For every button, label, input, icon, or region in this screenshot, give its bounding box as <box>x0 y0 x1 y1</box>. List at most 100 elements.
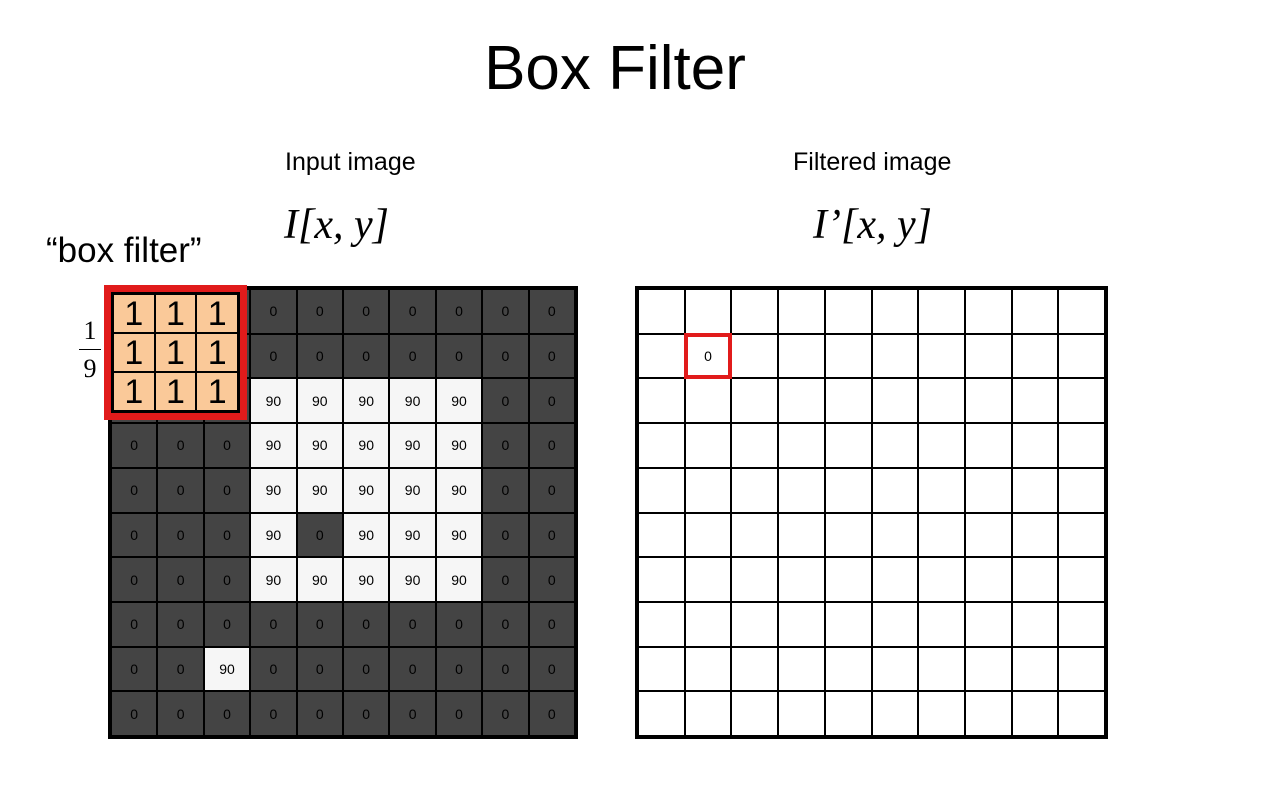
filtered-pixel <box>731 289 779 334</box>
fraction-bar <box>79 349 101 350</box>
filtered-pixel <box>871 378 919 424</box>
kernel-weight: 1 <box>113 294 155 333</box>
kernel-weight: 1 <box>154 333 197 372</box>
fraction-denominator: 9 <box>83 354 97 383</box>
filtered-pixel <box>778 557 825 602</box>
filtered-pixel <box>824 333 872 379</box>
filtered-pixel <box>684 601 732 647</box>
filtered-pixel <box>1058 601 1105 647</box>
input-pixel: 0 <box>296 646 343 692</box>
filtered-pixel <box>684 691 732 736</box>
filtered-pixel <box>1058 691 1105 736</box>
filtered-pixel <box>684 467 732 513</box>
slide-title: Box Filter <box>484 34 746 103</box>
input-pixel: 0 <box>528 646 575 692</box>
filtered-pixel <box>638 691 685 736</box>
filtered-pixel <box>824 423 872 468</box>
input-pixel: 0 <box>296 601 343 647</box>
filtered-pixel <box>871 423 919 468</box>
input-pixel: 0 <box>528 378 575 424</box>
input-pixel: 0 <box>482 601 529 647</box>
filtered-pixel <box>918 289 965 334</box>
input-pixel: 0 <box>528 512 575 558</box>
input-pixel: 90 <box>296 423 343 468</box>
filtered-pixel <box>871 646 919 692</box>
filtered-pixel <box>824 289 872 334</box>
input-pixel: 0 <box>435 289 483 334</box>
input-pixel: 90 <box>343 512 390 558</box>
input-pixel: 0 <box>203 691 251 736</box>
input-pixel: 0 <box>389 289 436 334</box>
filtered-image-grid: 0 <box>635 286 1108 739</box>
filtered-pixel <box>871 289 919 334</box>
filtered-pixel <box>638 333 685 379</box>
filtered-pixel <box>731 512 779 558</box>
input-pixel: 90 <box>250 512 297 558</box>
input-pixel: 90 <box>343 557 390 602</box>
filtered-pixel <box>778 333 825 379</box>
filtered-pixel <box>824 467 872 513</box>
filtered-pixel <box>638 289 685 334</box>
filtered-pixel <box>871 557 919 602</box>
filtered-pixel <box>731 333 779 379</box>
input-pixel: 0 <box>528 601 575 647</box>
input-pixel: 0 <box>157 423 204 468</box>
input-pixel: 0 <box>343 691 390 736</box>
filtered-pixel <box>684 646 732 692</box>
filtered-pixel <box>684 423 732 468</box>
filtered-pixel <box>1011 601 1059 647</box>
filtered-pixel <box>1011 557 1059 602</box>
filtered-pixel <box>684 512 732 558</box>
input-pixel: 0 <box>528 467 575 513</box>
input-pixel: 0 <box>157 646 204 692</box>
kernel-weight: 1 <box>113 333 155 372</box>
input-image-grid: 0000000000000000000000090909090900000090… <box>108 286 578 739</box>
input-pixel: 0 <box>482 289 529 334</box>
filtered-pixel <box>964 512 1012 558</box>
input-pixel: 0 <box>435 691 483 736</box>
filtered-pixel <box>731 423 779 468</box>
filtered-pixel <box>964 691 1012 736</box>
input-pixel: 0 <box>250 601 297 647</box>
filtered-pixel <box>731 601 779 647</box>
filtered-pixel <box>824 601 872 647</box>
input-pixel: 90 <box>343 378 390 424</box>
input-pixel: 0 <box>111 512 158 558</box>
input-pixel: 0 <box>203 423 251 468</box>
filtered-pixel <box>731 691 779 736</box>
filtered-pixel <box>1011 289 1059 334</box>
filtered-pixel <box>1011 333 1059 379</box>
input-pixel: 90 <box>435 512 483 558</box>
filtered-pixel <box>638 423 685 468</box>
kernel-weight: 1 <box>196 333 238 372</box>
input-pixel: 0 <box>111 467 158 513</box>
filtered-pixel <box>918 512 965 558</box>
filtered-pixel <box>778 646 825 692</box>
filtered-pixel <box>638 601 685 647</box>
filtered-pixel <box>918 467 965 513</box>
input-pixel: 0 <box>528 289 575 334</box>
input-pixel: 0 <box>343 601 390 647</box>
filtered-pixel <box>1058 646 1105 692</box>
filtered-pixel <box>638 467 685 513</box>
input-pixel: 0 <box>111 557 158 602</box>
filtered-pixel <box>684 378 732 424</box>
input-pixel: 90 <box>389 512 436 558</box>
filtered-pixel <box>824 512 872 558</box>
input-pixel: 0 <box>482 467 529 513</box>
input-pixel: 90 <box>250 467 297 513</box>
input-pixel: 90 <box>250 378 297 424</box>
filtered-pixel <box>1058 289 1105 334</box>
input-pixel: 0 <box>482 378 529 424</box>
filtered-pixel <box>1011 423 1059 468</box>
filtered-pixel <box>824 557 872 602</box>
filtered-pixel-highlighted: 0 <box>683 332 733 380</box>
filtered-pixel <box>918 601 965 647</box>
filtered-pixel <box>871 467 919 513</box>
input-pixel: 90 <box>343 423 390 468</box>
filtered-pixel <box>731 378 779 424</box>
filtered-pixel <box>964 557 1012 602</box>
kernel-weight: 1 <box>154 294 197 333</box>
